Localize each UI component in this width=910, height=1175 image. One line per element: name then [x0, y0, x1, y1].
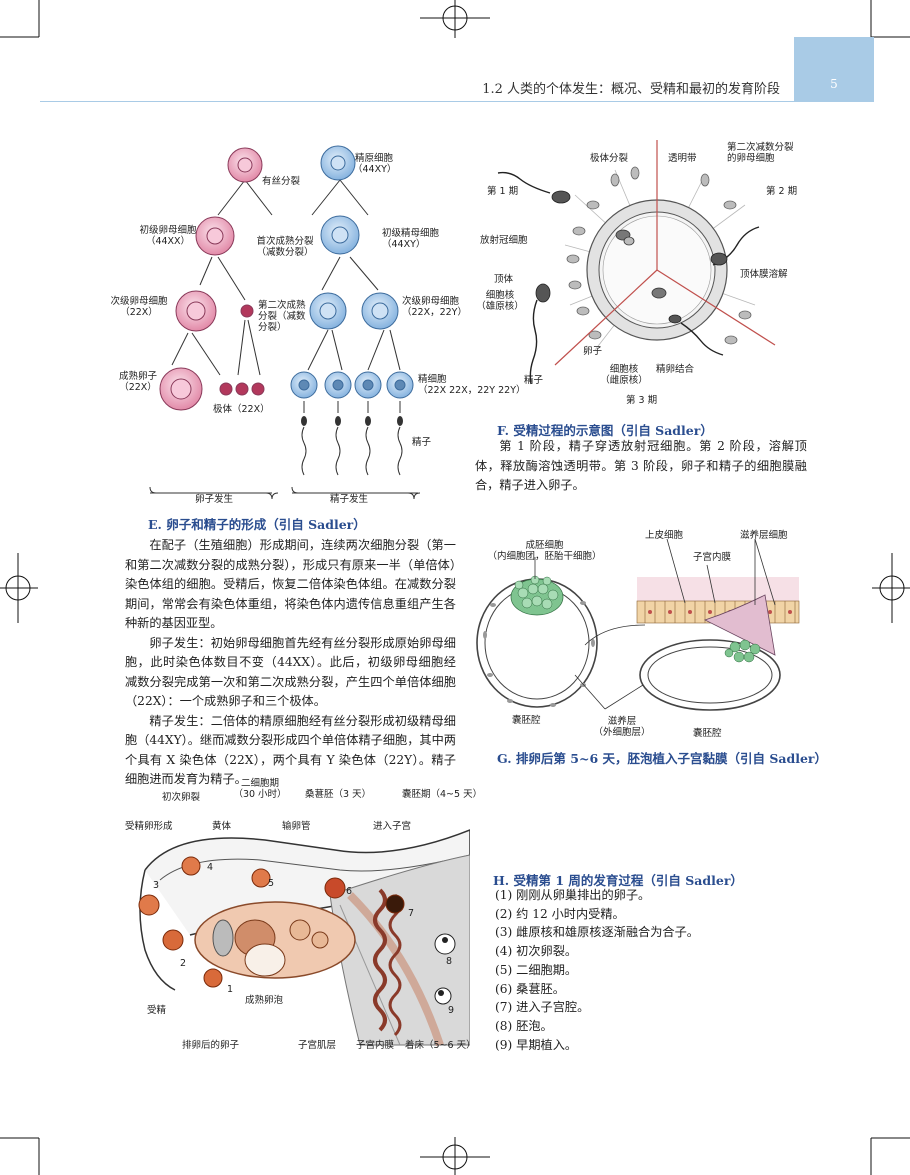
label-ovulated-egg: 排卵后的卵子: [182, 1040, 240, 1051]
label-primary-oocyte: 初级卵母细胞（44XX）: [139, 225, 197, 247]
label-two-cell-stage: 二细胞期（30 小时）: [233, 778, 287, 800]
stage-number: 2: [180, 958, 187, 969]
label-spermatid: 精细胞（22X 22X，22Y 22Y）: [418, 374, 526, 396]
list-item: (4) 初次卵裂。: [495, 944, 578, 959]
label-spermatogonium: 精原细胞: [355, 153, 394, 164]
figure-h-list: (1) 刚刚从卵巢排出的卵子。 (2) 约 12 小时内受精。 (3) 雌原核和…: [495, 886, 795, 1054]
running-title: 1.2 人类的个体发生：概况、受精和最初的发育阶段: [482, 82, 780, 97]
label-mitosis: 有丝分裂: [262, 176, 301, 187]
label-acrosome: 顶体: [494, 274, 514, 285]
page-number: 5: [794, 37, 874, 102]
label-first-cleavage: 初次卵裂: [162, 792, 201, 803]
label-morula: 桑葚胚（3 天）: [305, 789, 372, 800]
figure-h-diagram: [138, 829, 470, 1047]
list-item: (9) 早期植入。: [495, 1037, 578, 1052]
list-item: (5) 二细胞期。: [495, 962, 578, 977]
paragraph: 卵子发生：初始卵母细胞首先经有丝分裂形成原始卵母细胞，此时染色体数目不变（44X…: [125, 635, 456, 709]
label-mature-egg: 成熟卵子（22X）: [118, 371, 157, 393]
label-corpus-luteum: 黄体: [212, 821, 232, 832]
list-item: (3) 雌原核和雄原核逐渐融合为合子。: [495, 925, 699, 940]
label-sperm: 精子: [412, 437, 432, 448]
label-egg: 卵子: [583, 346, 603, 357]
label-trophoblast: 滋养层（外细胞层）: [593, 716, 651, 738]
figure-e-text: 在配子（生殖细胞）形成期间，连续两次细胞分裂（第一和第二次减数分裂的成熟分裂），…: [125, 536, 456, 790]
label-second-meiotic-division: 第二次成熟分裂（减数分裂）: [258, 300, 306, 333]
label-first-meiotic-division: 首次成熟分裂（减数分裂）: [256, 236, 314, 258]
figure-e-caption: E. 卵子和精子的形成（引自 Sadler）: [148, 517, 366, 532]
label-mature-follicle: 成熟卵泡: [245, 995, 284, 1006]
figure-g-diagram: [476, 538, 800, 711]
list-item: (7) 进入子宫腔。: [495, 1000, 590, 1015]
stage-number: 6: [346, 886, 353, 897]
label-spermatogenesis: 精子发生: [330, 494, 369, 505]
label-phase-3: 第 3 期: [626, 395, 658, 406]
label-oviduct: 输卵管: [282, 821, 311, 832]
label-male-pronucleus: 细胞核（雄原核）: [476, 290, 524, 312]
paragraph: 在配子（生殖细胞）形成期间，连续两次细胞分裂（第一和第二次减数分裂的成熟分裂），…: [125, 538, 456, 630]
label-oogenesis: 卵子发生: [195, 494, 234, 505]
figure-h-caption: H. 受精第 1 周的发育过程（引自 Sadler）: [493, 873, 743, 888]
figure-g-caption: G. 排卵后第 5~6 天，胚泡植入子宫黏膜（引自 Sadler）: [497, 751, 828, 766]
label-polar-body: 极体（22X）: [213, 404, 270, 415]
figure-f-caption: F. 受精过程的示意图（引自 Sadler）: [497, 423, 713, 438]
label-blastocoel-right: 囊胚腔: [693, 728, 722, 739]
label-epithelial-cells: 上皮细胞: [645, 530, 684, 541]
list-item: (2) 约 12 小时内受精。: [495, 906, 625, 921]
label-sperm-egg-binding: 精卵结合: [656, 364, 695, 375]
label-fertilization: 受精: [147, 1005, 167, 1016]
label-acrosome-lysis: 顶体膜溶解: [740, 269, 788, 280]
label-endometrium-h: 子宫内膜: [356, 1040, 395, 1051]
label-primary-spermatocyte: 初级精母细胞（44XY）: [382, 228, 440, 250]
figure-f-diagram: [497, 140, 776, 385]
label-zona-pellucida: 透明带: [668, 153, 697, 164]
label-blastocyst-stage: 囊胚期（4~5 天）: [402, 789, 483, 800]
label-polar-body-division: 极体分裂: [590, 153, 629, 164]
stage-number: 1: [227, 984, 234, 995]
figure-e-diagram: [149, 145, 421, 500]
label-syncytiotrophoblast: 滋养层细胞: [740, 530, 788, 541]
label-secondary-spermatocyte: 次级卵母细胞（22X，22Y）: [402, 296, 467, 318]
figure-f-text: 第 1 阶段，精子穿透放射冠细胞。第 2 阶段，溶解顶体，释放酶溶蚀透明带。第 …: [475, 439, 807, 492]
label-phase-2: 第 2 期: [766, 186, 798, 197]
label-sperm-f: 精子: [524, 375, 544, 386]
header-rule: [40, 101, 874, 102]
stage-number: 5: [268, 878, 275, 889]
page-header: 1.2 人类的个体发生：概况、受精和最初的发育阶段 5: [0, 0, 910, 110]
label-female-pronucleus: 细胞核（雌原核）: [600, 364, 648, 386]
label-zygote: 受精卵形成: [125, 821, 173, 832]
label-endometrium-g: 子宫内膜: [693, 552, 732, 563]
stage-number: 7: [408, 908, 415, 919]
label-second-meiosis-oocyte: 第二次减数分裂的卵母细胞: [727, 142, 794, 164]
label-phase-1: 第 1 期: [487, 186, 519, 197]
label-enter-uterus: 进入子宫: [373, 821, 412, 832]
label-secondary-oocyte: 次级卵母细胞（22X）: [110, 296, 168, 318]
label-spermatogonium-karyotype: （44XY）: [353, 164, 397, 175]
stage-number: 8: [446, 956, 453, 967]
paragraph: 精子发生：二倍体的精原细胞经有丝分裂形成初级精母细胞（44XY）。继而减数分裂形…: [125, 713, 456, 787]
label-blastocoel-left: 囊胚腔: [512, 715, 541, 726]
stage-number: 9: [448, 1005, 455, 1016]
list-item: (8) 胚泡。: [495, 1018, 553, 1033]
stage-number: 3: [153, 880, 160, 891]
list-item: (6) 桑葚胚。: [495, 981, 565, 996]
label-myometrium: 子宫肌层: [298, 1040, 337, 1051]
stage-number: 4: [207, 862, 214, 873]
label-implantation: 着床（5~6 天）: [405, 1040, 476, 1051]
label-embryoblast: 成胚细胞（内细胞团，胚胎干细胞）: [487, 540, 602, 562]
list-item: (1) 刚刚从卵巢排出的卵子。: [495, 888, 651, 902]
label-corona-radiata: 放射冠细胞: [480, 235, 528, 246]
